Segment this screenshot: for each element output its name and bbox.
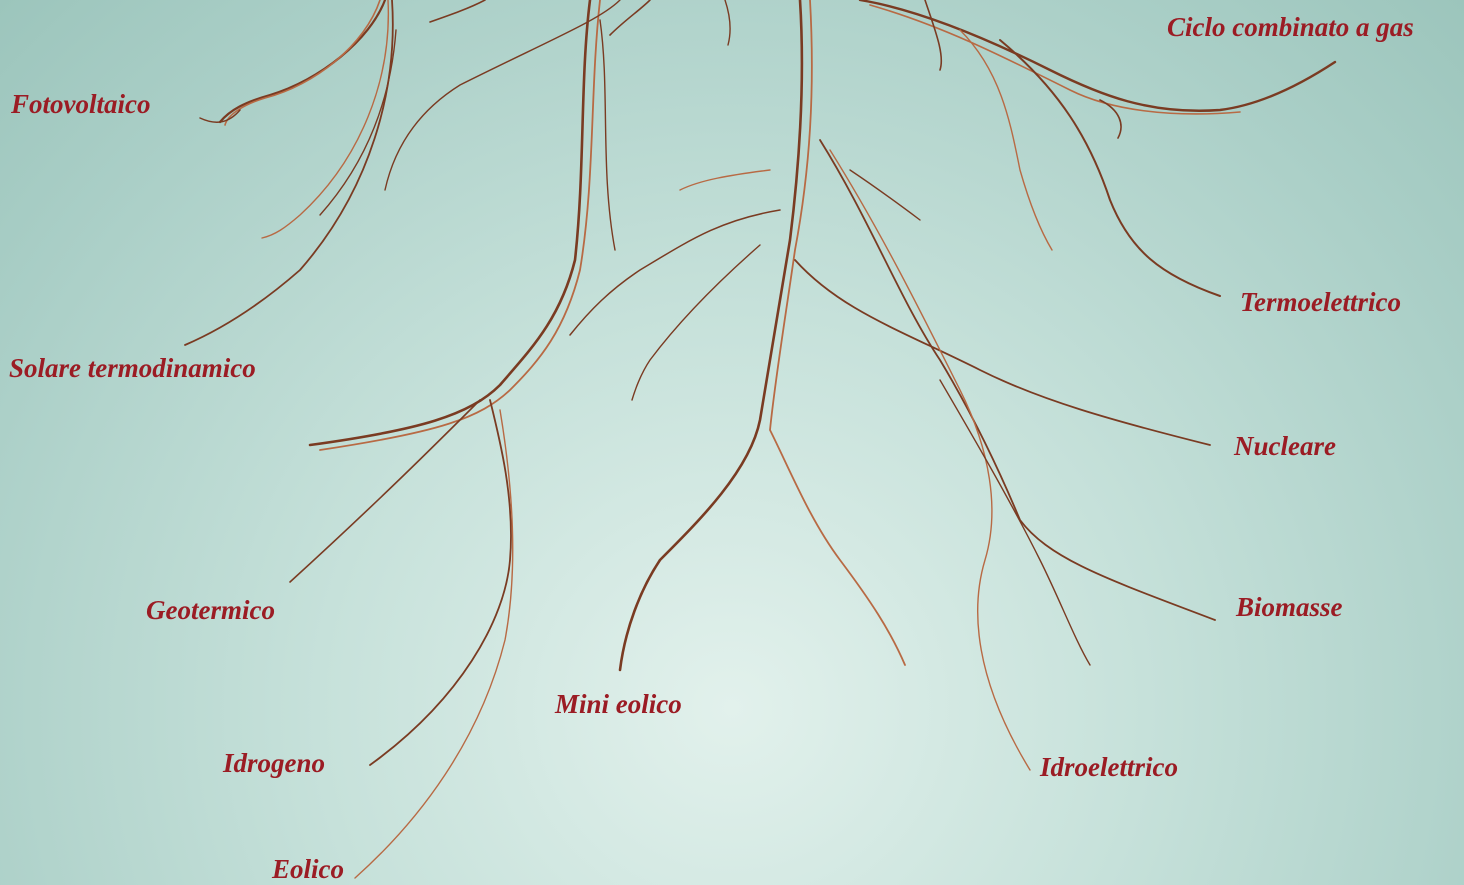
label-idrogeno: Idrogeno — [223, 750, 325, 777]
wire-trunk-left — [290, 0, 620, 878]
label-eolico: Eolico — [272, 856, 344, 883]
label-solare-termodinamico: Solare termodinamico — [9, 355, 256, 382]
label-idroelettrico: Idroelettrico — [1040, 754, 1178, 781]
label-ciclo-combinato-a-gas: Ciclo combinato a gas — [1167, 14, 1414, 41]
label-termoelettrico: Termoelettrico — [1240, 289, 1401, 316]
label-mini-eolico: Mini eolico — [555, 691, 682, 718]
wire-branch-solare-termodinamico — [185, 0, 396, 345]
label-geotermico: Geotermico — [146, 597, 275, 624]
label-biomasse: Biomasse — [1236, 594, 1343, 621]
wire-branch-fotovoltaico — [200, 0, 385, 125]
label-fotovoltaico: Fotovoltaico — [11, 91, 150, 118]
label-nucleare: Nucleare — [1234, 433, 1336, 460]
wire-top-fragments — [430, 0, 650, 35]
wire-branch-termoelettrico — [925, 0, 1220, 296]
